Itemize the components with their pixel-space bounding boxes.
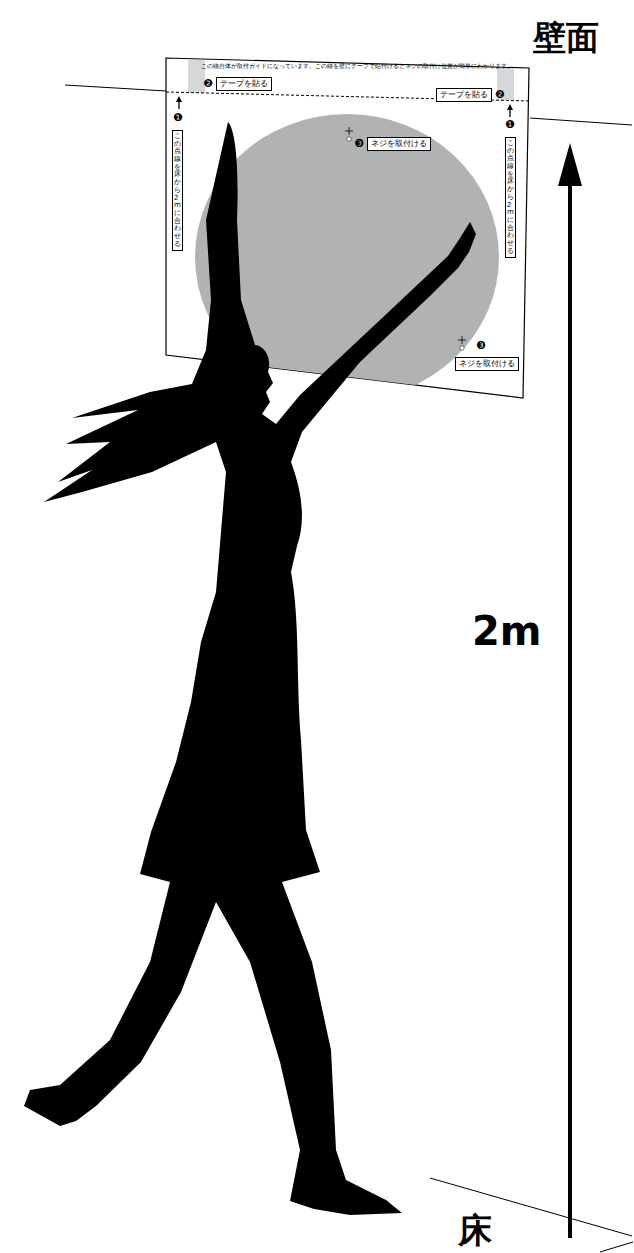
screw-cross xyxy=(458,336,466,344)
instruction-box: ネジを取付ける xyxy=(455,357,519,371)
screw-hole xyxy=(460,346,464,350)
callout-number: ❷ xyxy=(495,89,505,100)
callout-number: ❶ xyxy=(173,112,183,123)
vertical-instruction-box: この点線を床から2mに合わせる xyxy=(505,137,516,258)
instruction-text: ネジを取付ける xyxy=(459,359,515,368)
callout-number: ❶ xyxy=(505,119,515,130)
sheet-note: この線自体が取付ガイドになっています。この線を壁にテープで貼付けるとネジの取付け… xyxy=(201,63,513,70)
vertical-instruction-text: この点線を床から2mに合わせる xyxy=(174,133,181,248)
wall-label: 壁面 xyxy=(533,16,599,61)
silhouette-body xyxy=(24,122,476,1215)
instruction-box: テープを貼る xyxy=(216,77,272,91)
guide-line xyxy=(530,118,632,125)
up-arrow-head xyxy=(176,96,182,102)
instruction-text: ネジを取付ける xyxy=(371,139,427,148)
up-arrow-head xyxy=(507,104,513,110)
arrow-head xyxy=(558,143,582,186)
height-arrow xyxy=(568,180,572,1238)
callout-number: ❸ xyxy=(354,138,364,149)
vertical-instruction-text: この点線を床から2mに合わせる xyxy=(507,140,514,255)
instruction-text: テープを貼る xyxy=(440,90,488,99)
dimension-label: 2m xyxy=(472,608,542,654)
callout-number: ❷ xyxy=(203,78,213,89)
instruction-box: テープを貼る xyxy=(436,88,492,102)
floor-line xyxy=(600,1242,633,1252)
instruction-text: テープを貼る xyxy=(220,79,268,88)
screw-cross xyxy=(345,127,353,135)
callout-number: ❸ xyxy=(476,340,486,351)
guide-line xyxy=(65,85,166,91)
screw-hole xyxy=(347,137,351,141)
floor-label: 床 xyxy=(458,1208,492,1253)
vertical-instruction-box: この点線を床から2mに合わせる xyxy=(172,130,183,251)
instruction-box: ネジを取付ける xyxy=(367,137,431,151)
